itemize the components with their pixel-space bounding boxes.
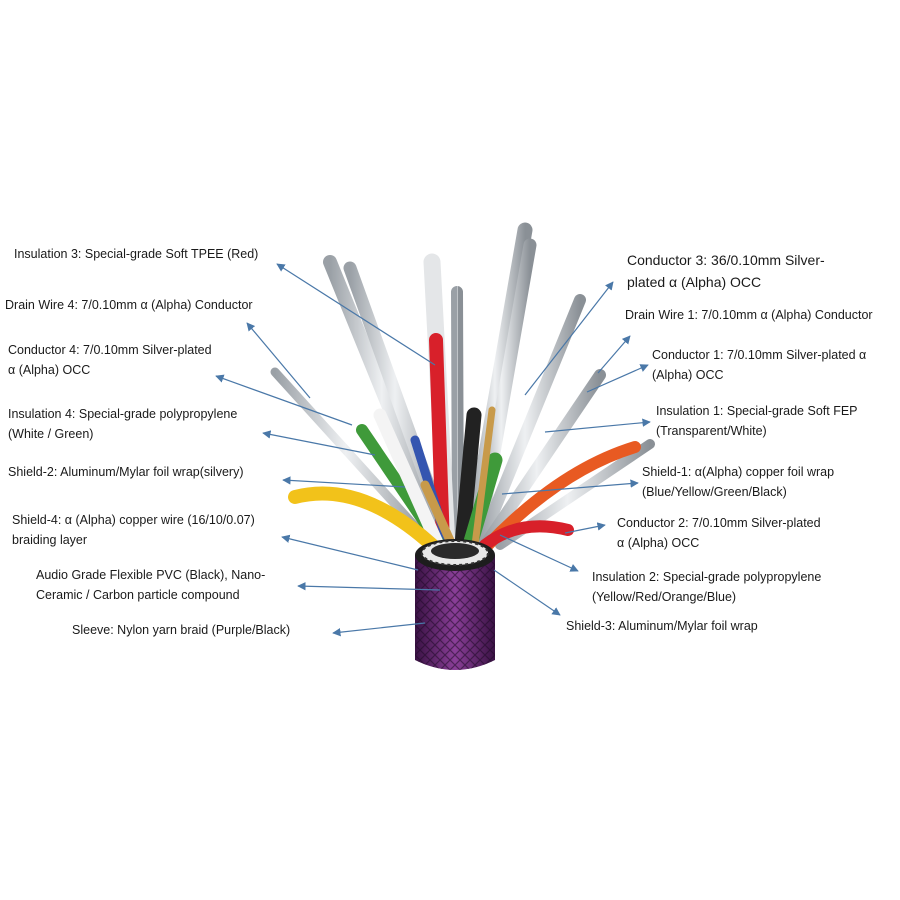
arrow-insulation3 xyxy=(276,263,436,366)
arrow-conductor2 xyxy=(564,522,606,534)
label-pvc-compound: Audio Grade Flexible PVC (Black), Nano-C… xyxy=(36,568,266,602)
arrow-drain4 xyxy=(246,322,311,399)
arrow-conductor3 xyxy=(524,281,614,396)
label-shield1: Shield-1: α(Alpha) copper foil wrap(Blue… xyxy=(642,465,835,499)
arrow-shield2 xyxy=(282,476,406,488)
cable-sleeve xyxy=(415,539,495,670)
arrow-shield1 xyxy=(501,479,639,495)
arrow-insulation2 xyxy=(499,534,579,572)
arrow-pvc xyxy=(297,582,441,591)
label-sleeve: Sleeve: Nylon yarn braid (Purple/Black) xyxy=(72,623,291,637)
arrow-insulation4 xyxy=(262,430,376,456)
label-insulation4: Insulation 4: Special-grade polypropylen… xyxy=(8,407,238,441)
label-insulation1: Insulation 1: Special-grade Soft FEP(Tra… xyxy=(656,404,858,438)
arrow-shield4 xyxy=(281,534,419,571)
arrow-drain1 xyxy=(597,335,631,374)
wire-bundle xyxy=(270,222,655,554)
arrow-sleeve xyxy=(332,622,426,637)
label-conductor3: Conductor 3: 36/0.10mm Silver-plated α (… xyxy=(627,252,825,290)
label-shield3: Shield-3: Aluminum/Mylar foil wrap xyxy=(566,619,758,633)
arrow-conductor1 xyxy=(586,364,649,393)
callout-arrows xyxy=(215,263,651,637)
label-drain-wire4: Drain Wire 4: 7/0.10mm α (Alpha) Conduct… xyxy=(5,298,253,312)
label-insulation3: Insulation 3: Special-grade Soft TPEE (R… xyxy=(14,247,259,261)
arrow-conductor4 xyxy=(215,374,353,426)
label-insulation2: Insulation 2: Special-grade polypropylen… xyxy=(592,570,822,604)
label-drain-wire1: Drain Wire 1: 7/0.10mm α (Alpha) Conduct… xyxy=(625,308,873,322)
arrow-shield3 xyxy=(493,569,561,616)
label-shield2: Shield-2: Aluminum/Mylar foil wrap(silve… xyxy=(8,465,244,479)
label-shield4: Shield-4: α (Alpha) copper wire (16/10/0… xyxy=(12,513,255,547)
arrow-insulation1 xyxy=(544,418,651,433)
label-conductor1: Conductor 1: 7/0.10mm Silver-plated α(Al… xyxy=(652,348,867,382)
